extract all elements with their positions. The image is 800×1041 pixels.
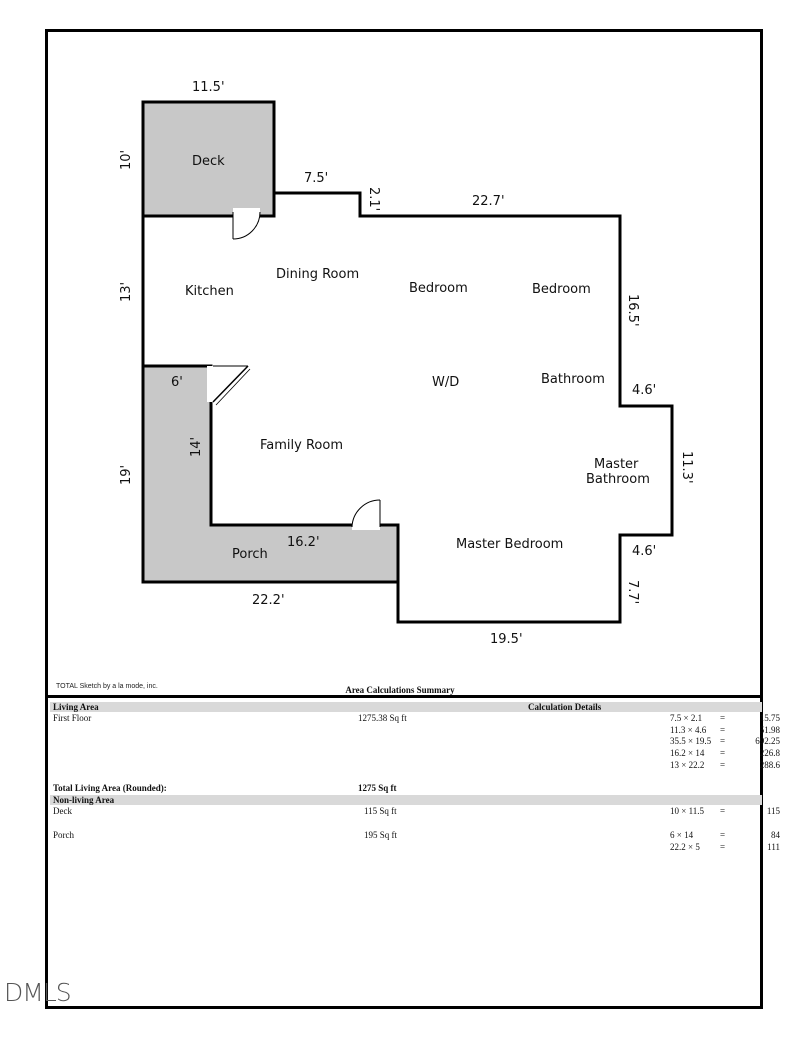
dim-porch-6: 6' bbox=[171, 375, 183, 390]
dim-deck-left: 10' bbox=[119, 150, 134, 170]
calc-expression: 10 × 11.5 bbox=[670, 806, 704, 816]
calc-row: 22.2 × 5 = 111 bbox=[670, 842, 780, 854]
porch-side-door-icon bbox=[207, 365, 251, 406]
living-area-header-label: Living Area bbox=[53, 702, 99, 712]
living-area-header: Living Area Calculation Details bbox=[50, 702, 762, 712]
calc-equals: = bbox=[720, 713, 726, 723]
room-label-wd: W/D bbox=[432, 375, 459, 390]
dim-right-16-5: 16.5' bbox=[625, 294, 640, 327]
porch-calculations: 6 × 14 = 84 22.2 × 5 = 111 bbox=[650, 830, 780, 853]
calc-result: 692.25 bbox=[755, 736, 780, 747]
calc-row: 11.3 × 4.6 = 51.98 bbox=[670, 725, 780, 737]
calc-equals: = bbox=[720, 830, 726, 840]
calc-row: 10 × 11.5 = 115 bbox=[670, 806, 780, 818]
calc-row: 13 × 22.2 = 288.6 bbox=[670, 760, 780, 772]
dim-notch-4-6-top: 4.6' bbox=[632, 383, 656, 398]
porch-area-value: 195 Sq ft bbox=[364, 830, 398, 840]
living-area-walls bbox=[141, 191, 674, 624]
calc-expression: 35.5 × 19.5 bbox=[670, 736, 712, 747]
dim-notch-4-6-bottom: 4.6' bbox=[632, 544, 656, 559]
room-label-family-room: Family Room bbox=[260, 438, 343, 453]
calc-expression: 6 × 14 bbox=[670, 830, 694, 840]
total-living-label: Total Living Area (Rounded): bbox=[53, 783, 167, 793]
dim-top-22-7: 22.7' bbox=[472, 194, 505, 209]
calc-equals: = bbox=[720, 748, 726, 759]
dim-deck-top: 11.5' bbox=[192, 80, 225, 95]
calc-equals: = bbox=[720, 759, 726, 770]
room-label-porch: Porch bbox=[232, 547, 268, 562]
floor-plan: Deck Kitchen Dining Room Bedroom Bedroom… bbox=[119, 80, 694, 647]
dim-step-2-1: 2.1' bbox=[366, 187, 381, 211]
deck-calculations: 10 × 11.5 = 115 bbox=[650, 806, 780, 818]
room-label-master-bathroom-line2: Bathroom bbox=[586, 472, 650, 487]
calc-result: 84 bbox=[771, 830, 780, 840]
deck-area-value: 115 Sq ft bbox=[364, 806, 397, 816]
calc-row: 6 × 14 = 84 bbox=[670, 830, 780, 842]
sketch-attribution: TOTAL Sketch by a la mode, inc. bbox=[56, 683, 158, 690]
calc-equals: = bbox=[720, 736, 726, 747]
room-label-bathroom: Bathroom bbox=[541, 372, 605, 387]
calc-result: 288.6 bbox=[759, 759, 780, 770]
calc-row: 7.5 × 2.1 = 15.75 bbox=[670, 713, 780, 725]
first-floor-area: 1275.38 Sq ft bbox=[358, 713, 407, 723]
porch-label: Porch bbox=[53, 830, 74, 840]
dim-bottom-7-7: 7.7' bbox=[625, 580, 640, 604]
room-label-bedroom-2: Bedroom bbox=[532, 282, 591, 297]
dim-left-13: 13' bbox=[119, 282, 134, 302]
dim-bottom-19-5: 19.5' bbox=[490, 632, 523, 647]
summary-divider bbox=[47, 695, 762, 698]
room-label-bedroom-1: Bedroom bbox=[409, 281, 468, 296]
porch-area bbox=[141, 364, 400, 584]
calc-expression: 22.2 × 5 bbox=[670, 841, 700, 852]
non-living-header: Non-living Area bbox=[50, 795, 762, 805]
room-label-master-bedroom: Master Bedroom bbox=[456, 537, 563, 552]
room-label-master-bathroom-line1: Master bbox=[594, 457, 639, 472]
room-label-deck: Deck bbox=[192, 154, 225, 169]
calc-row: 35.5 × 19.5 = 692.25 bbox=[670, 736, 780, 748]
dim-porch-22-2: 22.2' bbox=[252, 593, 285, 608]
calc-row: 16.2 × 14 = 226.8 bbox=[670, 748, 780, 760]
deck-door-icon bbox=[232, 208, 261, 240]
dim-porch-16-2: 16.2' bbox=[287, 535, 320, 550]
calc-result: 15.75 bbox=[759, 713, 780, 723]
calc-equals: = bbox=[720, 724, 726, 735]
first-floor-label: First Floor bbox=[53, 713, 92, 723]
room-label-dining-room: Dining Room bbox=[276, 267, 359, 282]
total-living-value: 1275 Sq ft bbox=[358, 783, 397, 793]
document-frame bbox=[45, 29, 763, 1009]
dim-porch-14: 14' bbox=[189, 437, 204, 457]
calc-expression: 16.2 × 14 bbox=[670, 748, 705, 759]
dim-right-11-3: 11.3' bbox=[679, 451, 694, 484]
calc-expression: 11.3 × 4.6 bbox=[670, 724, 707, 735]
room-label-kitchen: Kitchen bbox=[185, 284, 234, 299]
porch-door-icon bbox=[351, 499, 381, 530]
calc-equals: = bbox=[720, 841, 726, 852]
non-living-header-label: Non-living Area bbox=[53, 795, 115, 805]
dim-top-7-5: 7.5' bbox=[304, 171, 328, 186]
calc-equals: = bbox=[720, 806, 726, 816]
calc-result: 226.8 bbox=[759, 748, 780, 759]
calculation-details-header: Calculation Details bbox=[528, 702, 602, 712]
watermark-logo: DMLS bbox=[4, 978, 72, 1007]
dim-left-19: 19' bbox=[119, 465, 134, 485]
calc-expression: 7.5 × 2.1 bbox=[670, 713, 703, 723]
calc-result: 115 bbox=[766, 806, 780, 816]
calc-result: 111 bbox=[767, 841, 780, 852]
summary-title: Area Calculations Summary bbox=[345, 685, 455, 695]
calc-result: 51.98 bbox=[759, 724, 780, 735]
calc-expression: 13 × 22.2 bbox=[670, 759, 705, 770]
deck-label: Deck bbox=[53, 806, 72, 816]
